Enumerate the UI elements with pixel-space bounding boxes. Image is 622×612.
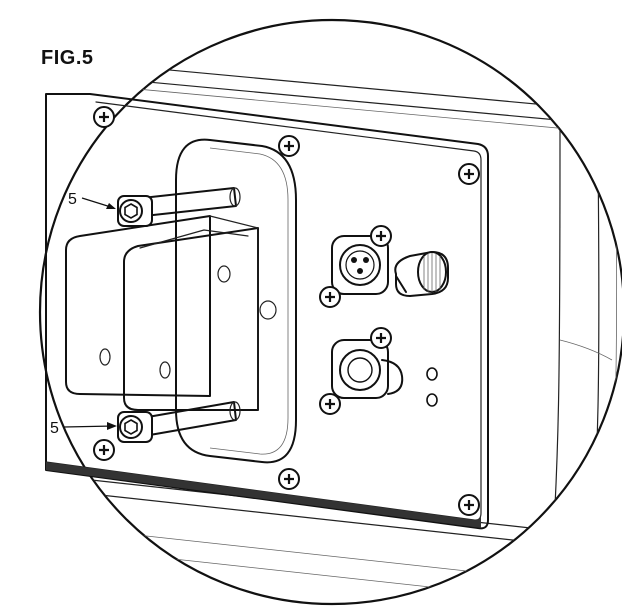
connector-screw-icon	[369, 326, 393, 350]
connector-screw-icon	[318, 285, 342, 309]
panel-screw-icon	[92, 105, 116, 129]
callout-upper: 5	[68, 191, 116, 209]
callout-lower: 5	[50, 420, 117, 437]
xlr-connector	[318, 224, 393, 309]
figure-title: FIG.5	[41, 47, 94, 69]
panel-screw-icon	[277, 134, 301, 158]
bracket	[65, 215, 259, 411]
adjust-knob	[394, 251, 449, 297]
connector-panel	[45, 93, 489, 530]
bolt-upper	[117, 187, 241, 227]
panel-screw-icon	[92, 438, 116, 462]
power-connector	[318, 326, 404, 416]
callout-label: 5	[50, 420, 59, 437]
connector-screw-icon	[318, 392, 342, 416]
connector-screw-icon	[369, 224, 393, 248]
indicator-leds	[426, 367, 438, 407]
mounting-plate	[175, 138, 297, 464]
callout-label: 5	[68, 191, 77, 208]
detail-circle	[38, 18, 622, 606]
panel-screw-icon	[457, 162, 481, 186]
bolt-lower	[117, 401, 241, 443]
panel-screw-icon	[277, 467, 301, 491]
panel-screw-icon	[457, 493, 481, 517]
